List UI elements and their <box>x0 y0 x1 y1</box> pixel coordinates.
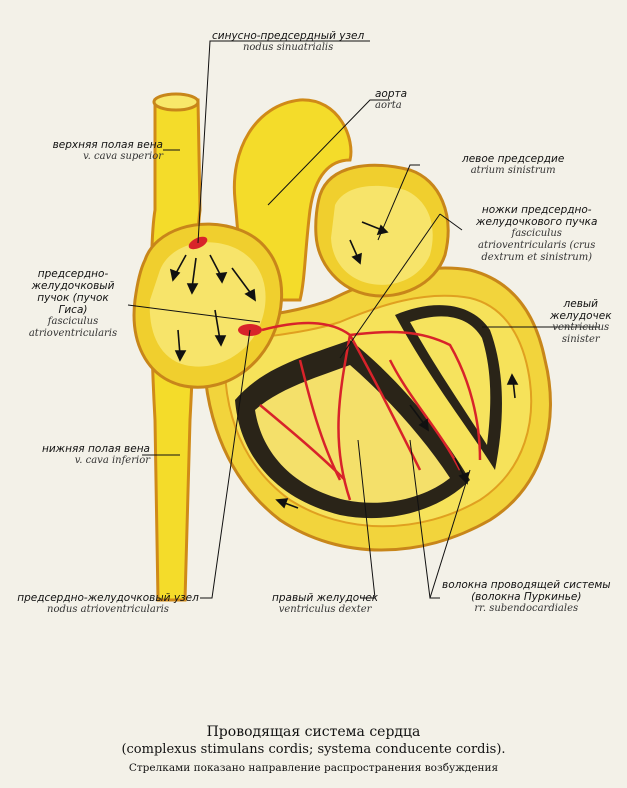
label-ivc-la: v. cava inferior <box>74 455 150 466</box>
label-rv-ru: правый желудочек <box>272 592 379 604</box>
label-av-node-ru: предсердно-желудочковый узел <box>17 592 199 604</box>
caption-note: Стрелками показано направление распростр… <box>128 762 499 774</box>
label-aorta-ru: аорта <box>375 88 408 100</box>
label-ivc-ru: нижняя полая вена <box>41 443 150 455</box>
label-left-atrium-la: atrium sinistrum <box>470 165 556 176</box>
svc-opening <box>152 92 200 112</box>
label-crura-ru1: ножки предсердно- <box>481 204 592 216</box>
label-aorta-la: aorta <box>375 100 402 111</box>
excitation-arrows <box>169 221 519 509</box>
label-svc: верхняя полая вена v. cava superior <box>8 139 163 163</box>
label-his-ru4: Гиса) <box>58 304 88 316</box>
label-his-ru3: пучок (пучок <box>37 292 109 304</box>
label-av-node-la: nodus atrioventricularis <box>47 604 169 615</box>
label-crura-la1: fasciculus <box>511 228 562 239</box>
label-lv-ru1: левый <box>563 298 599 310</box>
label-purkinje: волокна проводящей системы (волокна Пурк… <box>442 579 611 615</box>
label-left-ventricle: левый желудочек ventriculus sinister <box>550 298 612 346</box>
label-left-atrium: левое предсердие atrium sinistrum <box>462 153 564 177</box>
label-sa-node-la: nodus sinuatrialis <box>242 42 334 53</box>
leader-lines <box>127 40 600 599</box>
label-aorta: аорта aorta <box>375 88 407 112</box>
label-crura-la3: dextrum et sinistrum) <box>481 252 593 263</box>
label-crura: ножки предсердно- желудочкового пучка fa… <box>476 204 597 264</box>
label-sa-node: синусно-предсердный узел nodus sinuatria… <box>212 30 364 54</box>
caption-latin: (complexus stimulans cordis; systema con… <box>121 742 506 757</box>
left-atrium-inner <box>331 185 433 285</box>
label-sa-node-ru: синусно-предсердный узел <box>212 30 365 42</box>
label-his: предсердно- желудочковый пучок (пучок Ги… <box>14 268 132 340</box>
right-ventricle-wall <box>255 365 450 503</box>
label-his-ru1: предсердно- <box>37 268 109 280</box>
label-lv-la1: ventriculus <box>552 322 610 333</box>
label-lv-ru2: желудочек <box>550 310 612 322</box>
label-purkinje-la: rr. subendocardiales <box>474 603 579 614</box>
label-his-la1: fasciculus <box>47 316 99 327</box>
label-svc-la: v. cava superior <box>83 151 163 162</box>
label-crura-la2: atrioventricularis (crus <box>478 240 596 251</box>
label-lv-la2: sinister <box>561 334 600 345</box>
label-purkinje-ru1: волокна проводящей системы <box>442 579 611 591</box>
label-right-ventricle: правый желудочек ventriculus dexter <box>272 592 378 616</box>
label-purkinje-ru2: (волокна Пуркинье) <box>471 591 582 603</box>
label-svc-ru: верхняя полая вена <box>52 139 163 151</box>
label-left-atrium-ru: левое предсердие <box>462 153 565 165</box>
left-ventricle-wall <box>410 316 491 445</box>
caption-title: Проводящая система сердца <box>206 724 421 740</box>
label-ivc: нижняя полая вена v. cava inferior <box>8 443 150 467</box>
label-his-la2: atrioventricularis <box>28 328 118 339</box>
label-his-ru2: желудочковый <box>31 280 115 292</box>
label-rv-la: ventriculus dexter <box>278 604 372 615</box>
label-av-node: предсердно-желудочковый узел nodus atrio… <box>14 592 202 616</box>
label-crura-ru2: желудочкового пучка <box>476 216 598 228</box>
